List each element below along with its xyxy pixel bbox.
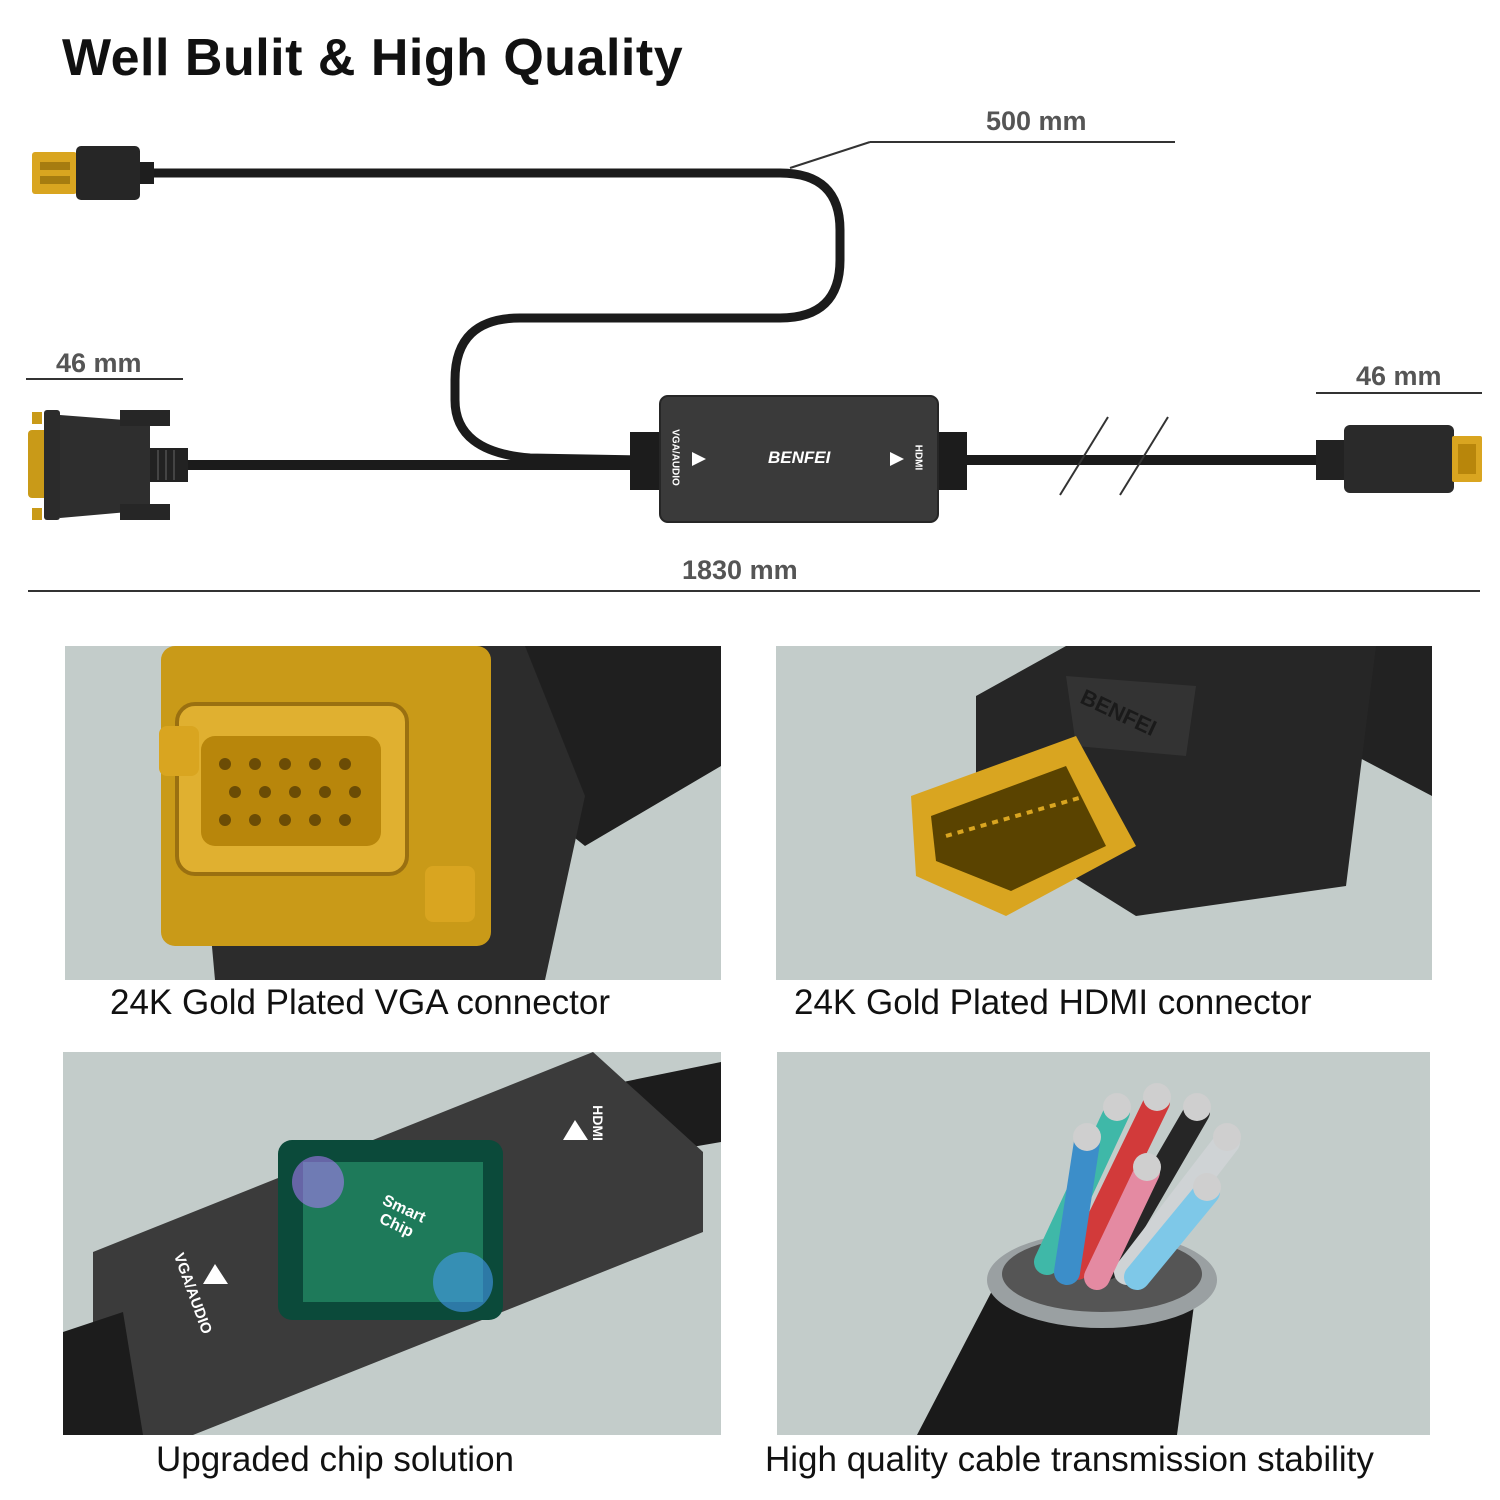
cable-cross-section-photo bbox=[777, 1052, 1430, 1435]
caption-vga: 24K Gold Plated VGA connector bbox=[110, 983, 611, 1022]
hdmi-plug bbox=[1316, 425, 1482, 493]
cable-diagram bbox=[28, 141, 1482, 592]
page-title: Well Bulit & High Quality bbox=[62, 29, 684, 87]
chip-photo-hdmi-label: HDMI bbox=[589, 1105, 606, 1141]
caption-chip: Upgraded chip solution bbox=[156, 1440, 515, 1479]
chip-photo bbox=[63, 1052, 721, 1435]
dim-hdmi-end: 46 mm bbox=[1356, 361, 1442, 391]
dim-usb-cable: 500 mm bbox=[986, 106, 1087, 136]
caption-hdmi: 24K Gold Plated HDMI connector bbox=[794, 983, 1312, 1022]
dim-hdmi-end-line bbox=[1316, 392, 1482, 394]
vga-connector-photo bbox=[65, 646, 721, 980]
dim-total: 1830 mm bbox=[682, 555, 798, 585]
adapter-box bbox=[630, 395, 967, 523]
hdmi-connector-photo bbox=[776, 646, 1432, 980]
adapter-output-label: HDMI bbox=[912, 444, 924, 471]
adapter-brand-label: BENFEI bbox=[768, 448, 831, 467]
adapter-input-label: VGA/AUDIO bbox=[669, 429, 681, 486]
dim-vga-end-line bbox=[26, 378, 183, 380]
dim-vga-end: 46 mm bbox=[56, 348, 142, 378]
usb-plug bbox=[32, 146, 154, 200]
vga-plug bbox=[28, 410, 188, 520]
caption-cable: High quality cable transmission stabilit… bbox=[765, 1440, 1374, 1479]
usb-cable bbox=[150, 168, 845, 465]
